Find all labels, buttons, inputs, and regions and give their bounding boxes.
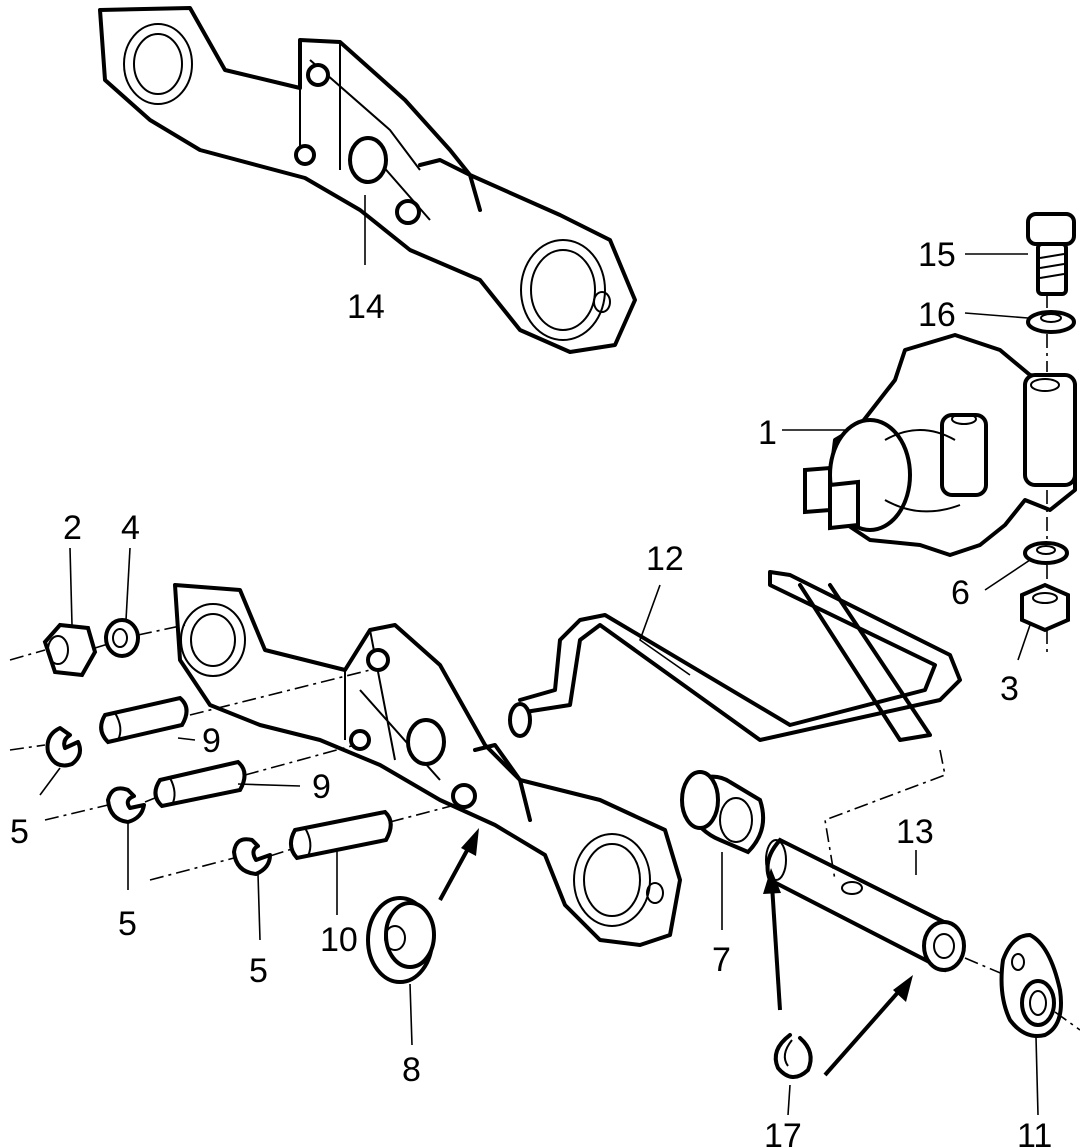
- callout-2: 2: [63, 509, 82, 547]
- flange-plate-11: [999, 932, 1063, 1038]
- callout-6: 6: [951, 574, 970, 612]
- pin-10: [289, 809, 393, 861]
- callout-16: 16: [918, 296, 956, 334]
- nut-3: [1020, 582, 1070, 633]
- grommet-8: [366, 896, 436, 984]
- callout-8: 8: [402, 1051, 421, 1089]
- lower-bracket-assembly: [173, 583, 682, 947]
- direction-arrows: [438, 828, 913, 1077]
- shaft-13: [765, 837, 966, 973]
- callout-3: 3: [1000, 670, 1019, 708]
- callout-4: 4: [121, 509, 140, 547]
- bushing-7: [680, 770, 765, 855]
- callout-13: 13: [896, 813, 934, 851]
- callout-1: 1: [758, 414, 777, 452]
- circlip-5-lower: [232, 837, 272, 876]
- callout-17: 17: [764, 1117, 802, 1147]
- callout-5-upper: 5: [10, 813, 29, 851]
- callout-7: 7: [712, 941, 731, 979]
- pin-9-upper: [99, 695, 189, 745]
- callout-14: 14: [347, 288, 385, 326]
- callout-11: 11: [1017, 1117, 1052, 1147]
- callout-12: 12: [646, 540, 684, 578]
- callout-10: 10: [320, 921, 358, 959]
- bracket-assembly-14: [98, 6, 637, 354]
- callout-5-middle: 5: [118, 905, 137, 943]
- pin-9-lower: [153, 759, 247, 809]
- callout-labels: 14 15 16 1 2 4 12 6 3 9 9 5 5 5 10 13 7 …: [10, 236, 1052, 1147]
- callout-9-upper: 9: [202, 722, 221, 760]
- callout-5-lower: 5: [249, 952, 268, 990]
- washer-4: [104, 618, 140, 658]
- leader-lines: [39, 195, 1039, 1116]
- callout-15: 15: [918, 236, 956, 274]
- callout-9-lower: 9: [312, 768, 331, 806]
- washer-16: [1026, 310, 1076, 334]
- rod-12: [508, 570, 962, 742]
- bolt-15: [1026, 212, 1076, 296]
- circlip-5-upper: [45, 726, 82, 768]
- washer-6: [1023, 541, 1069, 565]
- valve-body-1: [803, 333, 1077, 557]
- assembly-lines: [9, 294, 1080, 1031]
- snap-ring-17: [773, 1033, 813, 1079]
- circlip-5-middle: [106, 786, 146, 824]
- nut-2: [42, 622, 98, 678]
